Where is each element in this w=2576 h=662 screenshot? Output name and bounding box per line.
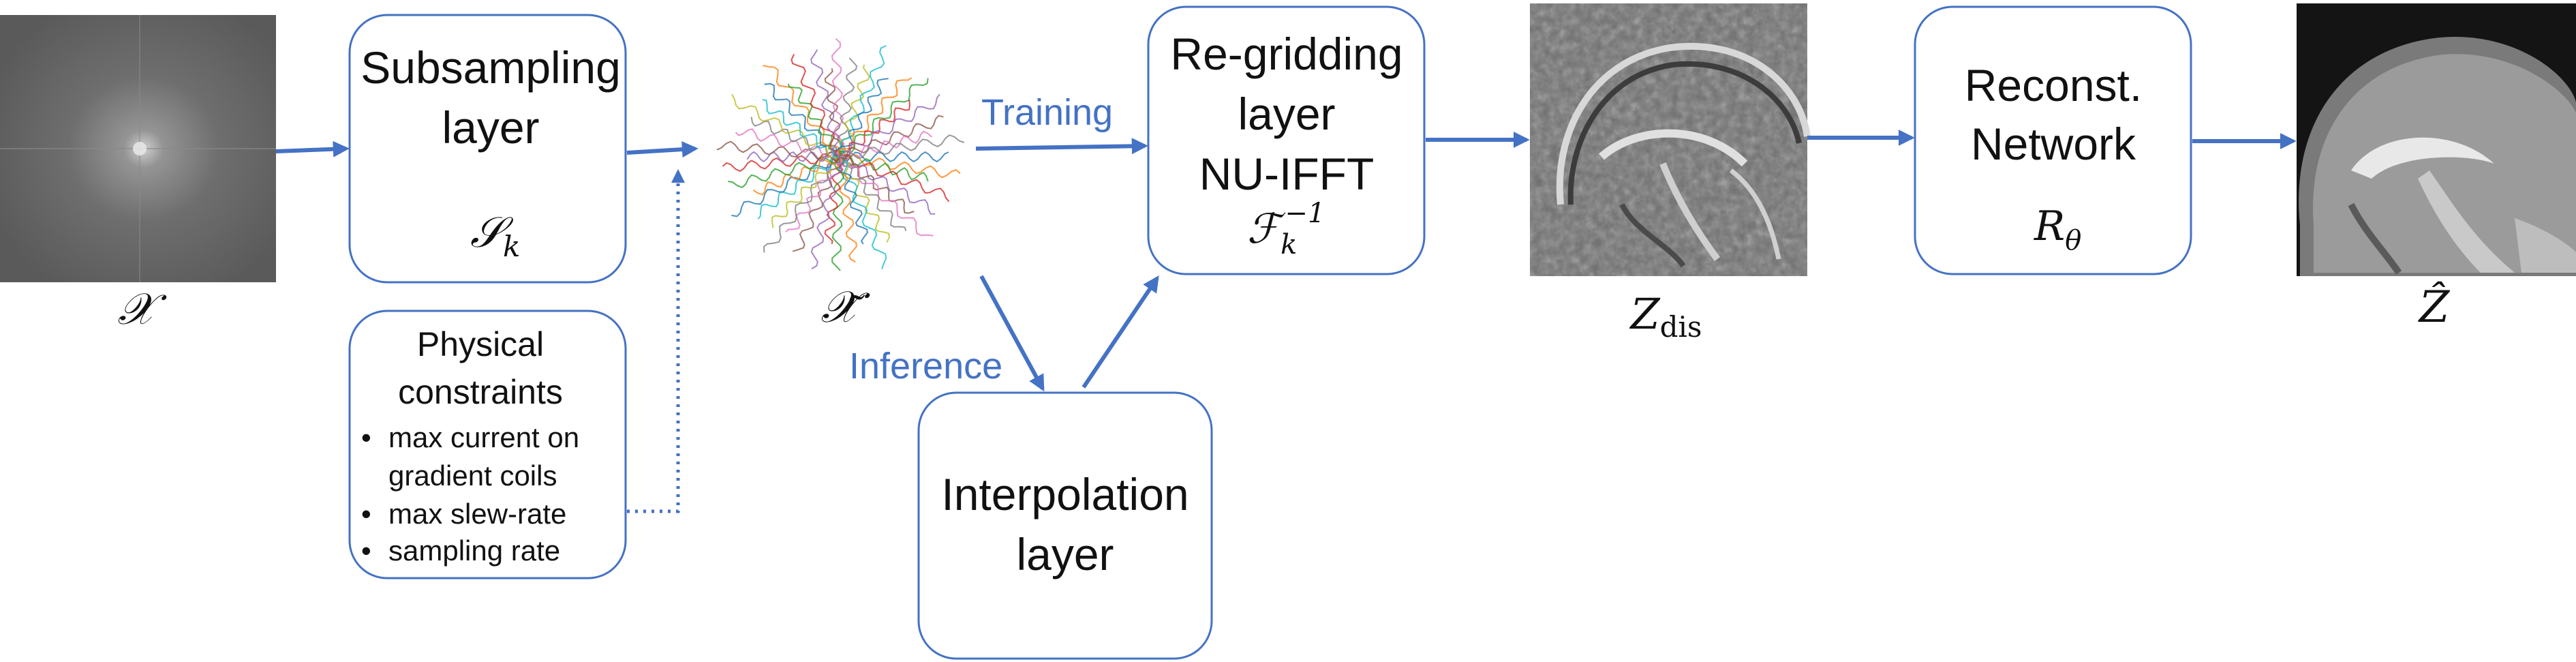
constraint-bullet-1: • xyxy=(361,421,371,453)
arrow-interpolation-to-regridding xyxy=(1082,275,1159,389)
trajectory-spoke xyxy=(757,154,840,220)
arrow-constraints-to-trajectory xyxy=(627,169,685,513)
trajectory-spoke xyxy=(764,82,840,157)
trajectory-spoke xyxy=(839,153,961,179)
interpolation-title-line1: Interpolation xyxy=(941,469,1189,520)
sampling-trajectory-image xyxy=(716,37,965,271)
subsampling-title-line1: Subsampling xyxy=(361,42,621,93)
trajectory-spoke xyxy=(831,156,845,271)
trajectory-spoke xyxy=(722,153,840,172)
trajectory-spoke xyxy=(835,156,857,263)
inference-label: Inference xyxy=(849,346,1002,387)
trajectory-spoke xyxy=(839,93,940,160)
nu-ifft-symbol: ℱk−1 xyxy=(1247,198,1325,260)
regridding-title-line3: NU-IFFT xyxy=(1199,149,1375,199)
trajectory-spoke xyxy=(839,156,915,214)
trajectory-spoke xyxy=(810,156,842,270)
trajectory-spoke xyxy=(839,156,934,237)
arrow-subsampling-to-trajectory xyxy=(626,141,699,158)
constraint-bullet-3: • xyxy=(361,535,371,567)
trajectory-spoke xyxy=(838,156,868,245)
trajectory-spoke xyxy=(839,154,936,215)
trajectory-spoke xyxy=(838,78,889,157)
trajectory-spoke xyxy=(839,134,965,159)
kspace-image xyxy=(0,15,276,282)
trajectory-spoke xyxy=(716,140,840,160)
subsampling-layer-box xyxy=(348,14,627,284)
trajectory-spoke xyxy=(791,53,841,157)
arrow-to-interpolation xyxy=(979,275,1045,392)
interpolation-layer-box xyxy=(917,391,1213,660)
constraint-bullet-2: • xyxy=(361,498,371,530)
trajectory-spoke xyxy=(839,153,929,182)
trajectory-spoke xyxy=(836,57,858,157)
subsampled-kspace-label: 𝒳̃ xyxy=(821,282,870,333)
trajectory-spoke xyxy=(839,115,944,161)
trajectory-spoke xyxy=(839,45,887,157)
trajectory-spoke xyxy=(824,156,844,245)
output-mri-image xyxy=(2297,3,2576,276)
trajectory-spoke xyxy=(839,151,949,163)
arrow-training xyxy=(975,138,1148,155)
regridding-title-line2: layer xyxy=(1238,89,1335,139)
trajectory-spoke xyxy=(837,156,907,232)
constraint-item-3: sampling rate xyxy=(388,535,560,567)
regridding-layer-box xyxy=(1147,5,1426,275)
trajectory-spoke xyxy=(839,99,910,157)
recon-symbol: Rθ xyxy=(2034,202,2081,256)
interpolation-title-line2: layer xyxy=(1016,529,1114,580)
constraints-title-line1: Physical xyxy=(417,325,544,363)
subsampling-title-line2: layer xyxy=(442,102,539,153)
trajectory-spoke xyxy=(750,117,840,158)
arrow-kspace-to-subsampling xyxy=(275,140,350,157)
trajectory-spoke xyxy=(838,64,870,157)
recon-title-line2: Network xyxy=(1971,119,2136,169)
output-label: Ẑ xyxy=(2418,282,2451,333)
training-label: Training xyxy=(981,92,1113,133)
trajectory-spoke xyxy=(735,128,840,159)
kspace-label: 𝒳 xyxy=(117,284,167,335)
physical-constraints-box xyxy=(348,310,627,580)
distorted-image-label: Zdis xyxy=(1629,289,1702,344)
regridding-title-line1: Re-gridding xyxy=(1170,29,1402,79)
trajectory-spoke xyxy=(839,156,891,243)
trajectory-spoke xyxy=(746,151,840,163)
distorted-mri-image xyxy=(1530,3,1811,276)
constraint-item-2: max slew-rate xyxy=(388,498,566,530)
recon-title-line1: Reconst. xyxy=(1965,60,2142,110)
trajectory-spoke xyxy=(763,65,840,157)
constraint-item-1-cont: gradient coils xyxy=(388,460,557,492)
constraint-item-1: max current on xyxy=(388,421,579,453)
trajectory-spoke xyxy=(731,154,840,217)
reconstruction-network-box xyxy=(1914,5,2192,275)
trajectory-spoke xyxy=(771,156,840,228)
constraints-title-line2: constraints xyxy=(398,373,563,411)
trajectory-spoke xyxy=(731,93,840,159)
trajectory-spoke xyxy=(787,83,843,157)
